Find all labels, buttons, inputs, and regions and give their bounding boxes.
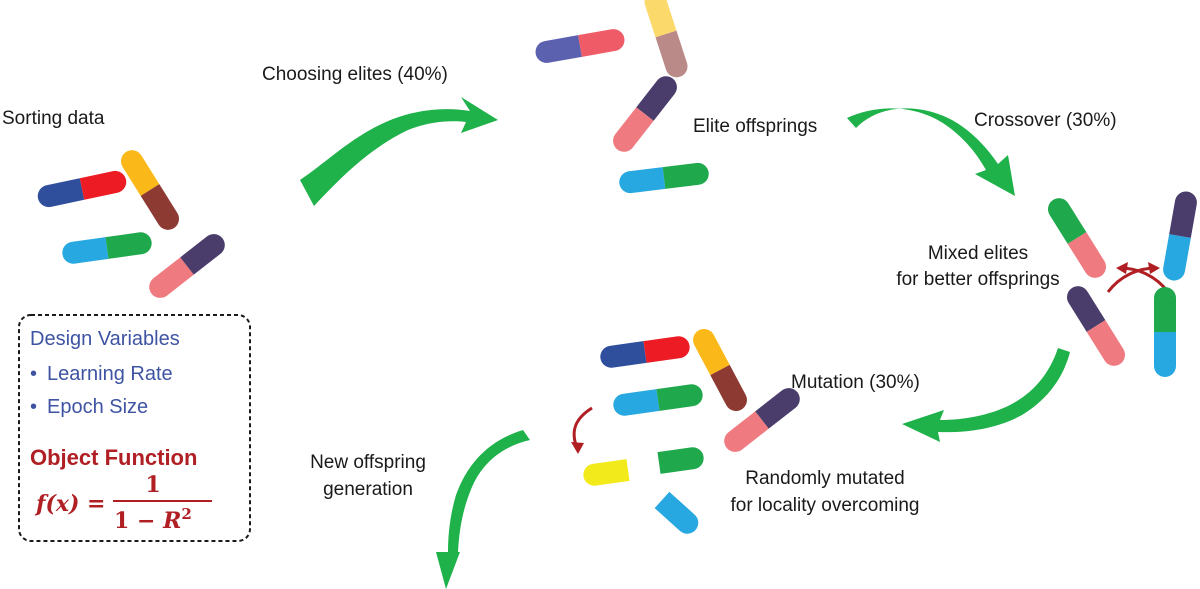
object-function-title: Object Function <box>30 445 197 470</box>
bullet-icon: • <box>30 363 37 385</box>
capsule <box>613 76 677 152</box>
capsule <box>37 170 127 208</box>
label-mixed-elites-2: for better offsprings <box>896 269 1059 290</box>
formula-numerator: 1 <box>145 472 160 498</box>
capsule <box>1048 198 1106 278</box>
formula-lhs: f(x) = <box>34 491 106 517</box>
capsule <box>644 0 688 78</box>
crossover-exchange-icon <box>1106 262 1170 293</box>
design-variables-title: Design Variables <box>30 328 180 350</box>
design-variable-epoch-size: Epoch Size <box>47 396 148 418</box>
capsule <box>149 234 225 298</box>
arrow-choosing-elites <box>300 97 498 206</box>
capsule-group-sorting <box>37 150 225 298</box>
capsule <box>1067 286 1125 366</box>
capsule <box>654 491 699 534</box>
capsule-group-mutation <box>583 329 800 534</box>
arrow-crossover <box>847 108 1015 196</box>
capsule-group-crossover <box>1048 191 1197 377</box>
capsule <box>693 329 747 411</box>
formula-denominator-exp: 2 <box>181 505 191 523</box>
arrow-new-offspring <box>436 430 530 589</box>
object-function-formula: f(x) = 1 1 − R2 <box>34 472 212 534</box>
arrow-mutation <box>902 348 1070 442</box>
label-mixed-elites-1: Mixed elites <box>928 243 1028 264</box>
label-mutation: Mutation (30%) <box>791 372 920 393</box>
label-elite-offsprings: Elite offsprings <box>693 116 817 137</box>
capsule <box>1163 191 1197 281</box>
label-new-offspring-2: generation <box>323 479 413 500</box>
label-randomly-mutated-2: for locality overcoming <box>730 495 919 516</box>
bullet-icon: • <box>30 396 37 418</box>
design-variables-box: Design Variables • Learning Rate • Epoch… <box>18 314 251 542</box>
formula-denominator: 1 − R2 <box>114 505 192 534</box>
capsule <box>62 232 152 264</box>
capsule <box>583 459 630 486</box>
capsule <box>535 29 625 63</box>
formula-denominator-prefix: 1 − <box>114 508 163 534</box>
capsule <box>724 388 800 452</box>
capsule <box>619 162 709 194</box>
capsule <box>613 384 703 416</box>
mutation-swap-icon <box>571 406 593 454</box>
label-new-offspring-1: New offspring <box>310 452 426 473</box>
formula-denominator-var: R <box>162 508 181 534</box>
capsule <box>600 336 690 368</box>
label-randomly-mutated-1: Randomly mutated <box>745 468 904 489</box>
capsule <box>121 150 179 230</box>
design-variable-learning-rate: Learning Rate <box>47 363 173 385</box>
label-sorting-data: Sorting data <box>2 108 105 129</box>
capsule <box>1154 287 1176 377</box>
label-choosing-elites: Choosing elites (40%) <box>262 64 448 85</box>
label-crossover: Crossover (30%) <box>974 110 1117 131</box>
capsule <box>657 447 704 474</box>
capsule-group-elites <box>535 0 709 194</box>
